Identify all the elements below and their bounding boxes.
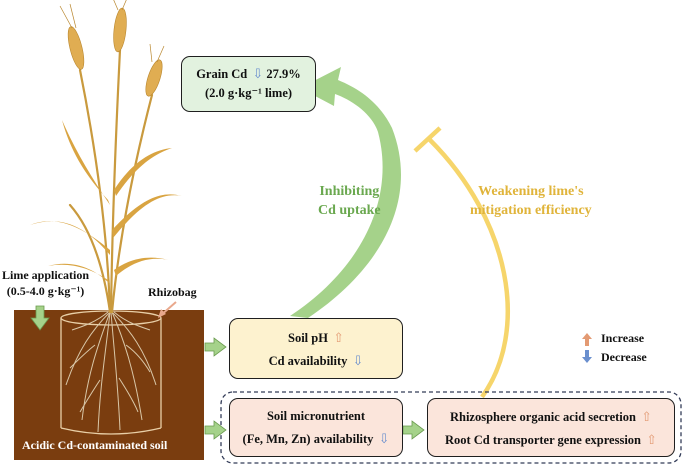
increase-arrow-icon: ⇧ xyxy=(646,431,658,447)
grain-cd-label: Grain Cd xyxy=(196,67,248,81)
increase-arrow-icon: ⇧ xyxy=(333,330,344,345)
lime-label: Lime application (0.5-4.0 g·kg⁻¹) xyxy=(2,268,90,298)
legend-decrease-arrow xyxy=(582,350,592,363)
legend-decrease-label: Decrease xyxy=(601,350,647,364)
rhizobag-pointer-head xyxy=(158,309,166,318)
rhizobag-label: Rhizobag xyxy=(148,285,197,299)
decrease-arrow-icon: ⇩ xyxy=(252,66,264,81)
rhizosphere-box: Rhizosphere organic acid secretion ⇧ Roo… xyxy=(427,398,675,457)
increase-arrow-icon: ⇧ xyxy=(641,409,652,424)
micronutrient-label: Soil micronutrient xyxy=(266,409,366,423)
legend-increase-label: Increase xyxy=(601,331,645,345)
soil-label: Acidic Cd-contaminated soil xyxy=(22,438,168,452)
weaken-bar xyxy=(413,126,442,153)
decrease-arrow-icon: ⇩ xyxy=(378,430,390,446)
grain-cd-box: Grain Cd ⇩ 27.9% (2.0 g·kg⁻¹ lime) xyxy=(181,56,316,112)
soil-block xyxy=(14,310,204,460)
soil-ph-box: Soil pH ⇧ Cd availability ⇩ xyxy=(229,318,403,379)
grain-cd-dose: (2.0 g·kg⁻¹ lime) xyxy=(204,85,293,100)
weaken-label: Weakening lime's mitigation efficiency xyxy=(470,184,592,218)
lime-arrow xyxy=(30,305,50,331)
wheat-plant-icon xyxy=(30,0,182,314)
to-micro-box-arrow xyxy=(204,420,227,440)
inhibit-arrow xyxy=(290,67,401,318)
grain-cd-value: 27.9% xyxy=(266,67,301,81)
inhibit-label: Inhibiting Cd uptake xyxy=(318,184,381,218)
micronutrient-group-border xyxy=(220,391,682,464)
micronutrient-availability-label: (Fe, Mn, Zn) availability xyxy=(242,431,374,446)
organic-acid-label: Rhizosphere organic acid secretion xyxy=(449,410,636,424)
decrease-arrow-icon: ⇩ xyxy=(352,352,364,368)
transporter-gene-label: Root Cd transporter gene expression xyxy=(444,432,642,447)
to-soil-box-arrow xyxy=(204,337,227,357)
soil-ph-label: Soil pH xyxy=(288,331,328,345)
to-rhizo-box-arrow xyxy=(402,420,425,440)
micronutrient-box: Soil micronutrient (Fe, Mn, Zn) availabi… xyxy=(229,398,403,457)
roots-icon xyxy=(65,311,157,433)
cd-availability-label: Cd availability xyxy=(268,353,348,368)
legend-increase-arrow xyxy=(582,333,592,346)
weaken-arc xyxy=(428,138,510,399)
